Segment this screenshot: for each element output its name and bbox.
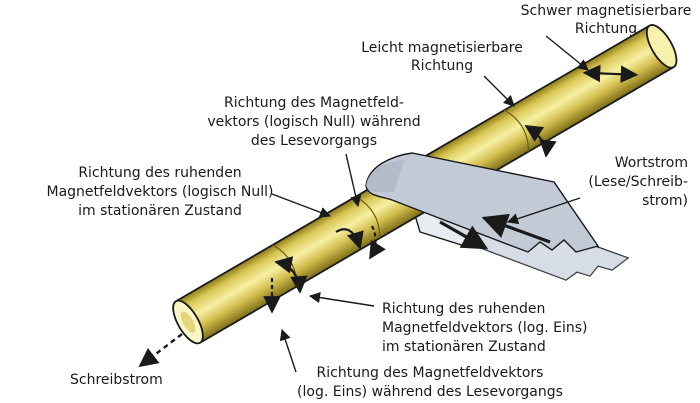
label-read-one-line2: (log. Eins) während des Lesevorgangs xyxy=(297,384,563,400)
label-rest-one-line2: Magnetfeldvektors (log. Eins) xyxy=(382,320,587,336)
label-word-current-line1: Wortstrom xyxy=(615,155,688,171)
label-word-current: Wortstrom (Lese/Schreib- strom) xyxy=(588,155,688,209)
leader-arrows xyxy=(271,35,589,373)
label-read-zero-line3: des Lesevorgangs xyxy=(251,133,377,149)
label-read-zero-line2: vektors (logisch Null) während xyxy=(207,114,420,130)
label-write-current-line1: Schreibstrom xyxy=(70,372,163,388)
label-read-zero-line1: Richtung des Magnetfeld- xyxy=(224,95,404,111)
word-line-strip-upper xyxy=(365,152,600,253)
label-easy-axis-line1: Leicht magnetisierbare xyxy=(361,40,523,56)
write-current-arrow xyxy=(138,333,183,368)
label-easy-axis-line2: Richtung xyxy=(411,58,473,74)
label-rest-zero-line1: Richtung des ruhenden xyxy=(78,165,241,181)
label-read-one-line1: Richtung des Magnetfeldvektors xyxy=(317,365,544,381)
rod-magnetization-arrows xyxy=(263,125,557,314)
label-word-current-line3: strom) xyxy=(642,193,688,209)
label-hard-axis-line2: Richtung xyxy=(575,21,637,37)
label-rest-one-line3: im stationären Zustand xyxy=(382,339,546,355)
label-word-current-line2: (Lese/Schreib- xyxy=(588,174,688,190)
label-rest-zero: Richtung des ruhenden Magnetfeldvektors … xyxy=(47,165,274,219)
label-easy-axis: Leicht magnetisierbare Richtung xyxy=(361,40,523,74)
label-read-one: Richtung des Magnetfeldvektors (log. Ein… xyxy=(297,365,563,400)
label-hard-axis-line1: Schwer magnetisierbare xyxy=(521,3,692,19)
label-rest-zero-line3: im stationären Zustand xyxy=(78,203,242,219)
label-rest-zero-line2: Magnetfeldvektors (logisch Null) xyxy=(47,184,274,200)
word-current-arrow-lower xyxy=(439,220,489,250)
label-rest-one-line1: Richtung des ruhenden xyxy=(382,301,545,317)
label-read-zero: Richtung des Magnetfeld- vektors (logisc… xyxy=(207,95,420,149)
hard-axis-magnetization-arrow xyxy=(582,64,639,83)
label-write-current: Schreibstrom xyxy=(70,372,163,388)
label-hard-axis: Schwer magnetisierbare Richtung xyxy=(521,3,692,37)
label-rest-one: Richtung des ruhenden Magnetfeldvektors … xyxy=(382,301,587,355)
word-current-arrow-upper xyxy=(481,213,551,244)
